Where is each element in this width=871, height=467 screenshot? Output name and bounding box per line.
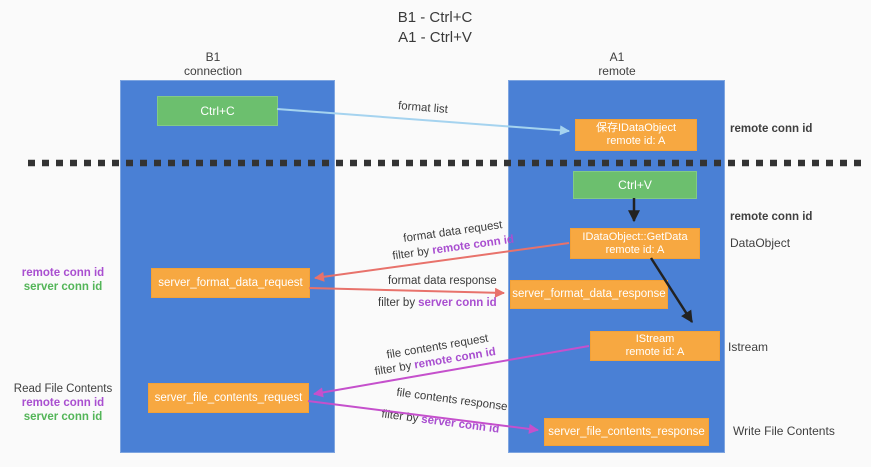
node-ctrl-c: Ctrl+C xyxy=(157,96,278,126)
diagram-title: B1 - Ctrl+C A1 - Ctrl+V xyxy=(330,8,540,48)
annotation-server-conn-id-bottom: server conn id xyxy=(23,411,103,423)
msg-file-contents-response-text: file contents response xyxy=(395,386,509,414)
node-server-file-contents-response-label: server_file_contents_response xyxy=(548,425,705,438)
annotation-istream: Istream xyxy=(728,340,768,354)
lifeline-header-b1: B1 connection xyxy=(133,50,293,78)
format-data-response-arrow xyxy=(308,287,505,298)
title-line-1: B1 - Ctrl+C xyxy=(397,9,473,26)
annotation-write-file-contents: Write File Contents xyxy=(733,424,835,438)
msg-format-list-text: format list xyxy=(397,100,449,116)
annotation-istream-text: Istream xyxy=(728,340,769,354)
server-conn-id-text: server conn id xyxy=(420,413,500,436)
annotation-read-file-block: Read File Contents remote conn id server… xyxy=(8,382,118,424)
node-server-file-contents-response: server_file_contents_response xyxy=(544,418,709,446)
node-store-idataobject-line2: remote id: A xyxy=(606,135,666,147)
node-server-format-data-request: server_format_data_request xyxy=(151,268,310,298)
title-line-2: A1 - Ctrl+V xyxy=(398,29,472,46)
filter-by-text: filter by xyxy=(380,408,420,426)
node-store-idataobject-line1: 保存IDataObject xyxy=(595,122,677,134)
annotation-remote-conn-id-mid: remote conn id xyxy=(730,211,812,223)
node-ctrl-c-label: Ctrl+C xyxy=(200,103,235,118)
msg-format-data-response-text: format data response xyxy=(388,275,497,287)
msg-file-contents-response: file contents response xyxy=(396,387,508,413)
lifeline-b1-role: connection xyxy=(183,64,243,78)
msg-format-data-response: format data response xyxy=(388,275,497,287)
node-server-file-contents-request-label: server_file_contents_request xyxy=(154,391,303,404)
annotation-remote-conn-id-mid-text: remote conn id xyxy=(730,211,813,223)
lifeline-header-a1: A1 remote xyxy=(537,50,697,78)
lifeline-a1-name: A1 xyxy=(609,50,625,64)
annotation-read-file-contents: Read File Contents xyxy=(13,383,113,395)
node-istream: IStream remote id: A xyxy=(590,331,720,361)
filter-by-text: filter by xyxy=(391,245,431,263)
lifeline-a1-role: remote xyxy=(598,64,636,78)
node-getdata-line1: IDataObject::GetData xyxy=(582,230,688,243)
node-server-format-data-request-label: server_format_data_request xyxy=(158,276,303,289)
msg-filter-server-2: filter byserver conn id xyxy=(381,408,500,435)
filter-by-text: filter by xyxy=(378,297,416,309)
annotation-remote-conn-id-left: remote conn id xyxy=(21,267,105,279)
annotation-remote-conn-id-bottom: remote conn id xyxy=(21,397,105,409)
node-store-idataobject: 保存IDataObject remote id: A xyxy=(575,119,697,151)
annotation-server-conn-id-left: server conn id xyxy=(23,281,103,293)
node-istream-line2: remote id: A xyxy=(625,346,685,358)
annotation-remote-conn-id-top-text: remote conn id xyxy=(730,123,813,135)
msg-format-list: format list xyxy=(398,100,449,116)
node-getdata-line2: remote id: A xyxy=(605,243,665,256)
annotation-conn-ids-left: remote conn id server conn id xyxy=(8,266,118,294)
node-server-format-data-response-label: server_format_data_response xyxy=(512,288,666,300)
annotation-dataobject-text: DataObject xyxy=(730,236,791,250)
filter-by-text: filter by xyxy=(373,360,413,379)
server-conn-id-text: server conn id xyxy=(418,297,497,309)
node-server-file-contents-request: server_file_contents_request xyxy=(148,383,309,413)
node-ctrl-v-label: Ctrl+V xyxy=(618,177,652,192)
node-ctrl-v: Ctrl+V xyxy=(573,171,697,199)
annotation-write-file-contents-text: Write File Contents xyxy=(733,424,835,438)
annotation-dataobject: DataObject xyxy=(730,236,790,250)
node-idataobject-getdata: IDataObject::GetData remote id: A xyxy=(570,228,700,259)
node-istream-line1: IStream xyxy=(635,333,675,345)
annotation-remote-conn-id-top: remote conn id xyxy=(730,123,812,135)
lifeline-b1-name: B1 xyxy=(205,50,221,64)
node-server-format-data-response: server_format_data_response xyxy=(510,280,668,309)
